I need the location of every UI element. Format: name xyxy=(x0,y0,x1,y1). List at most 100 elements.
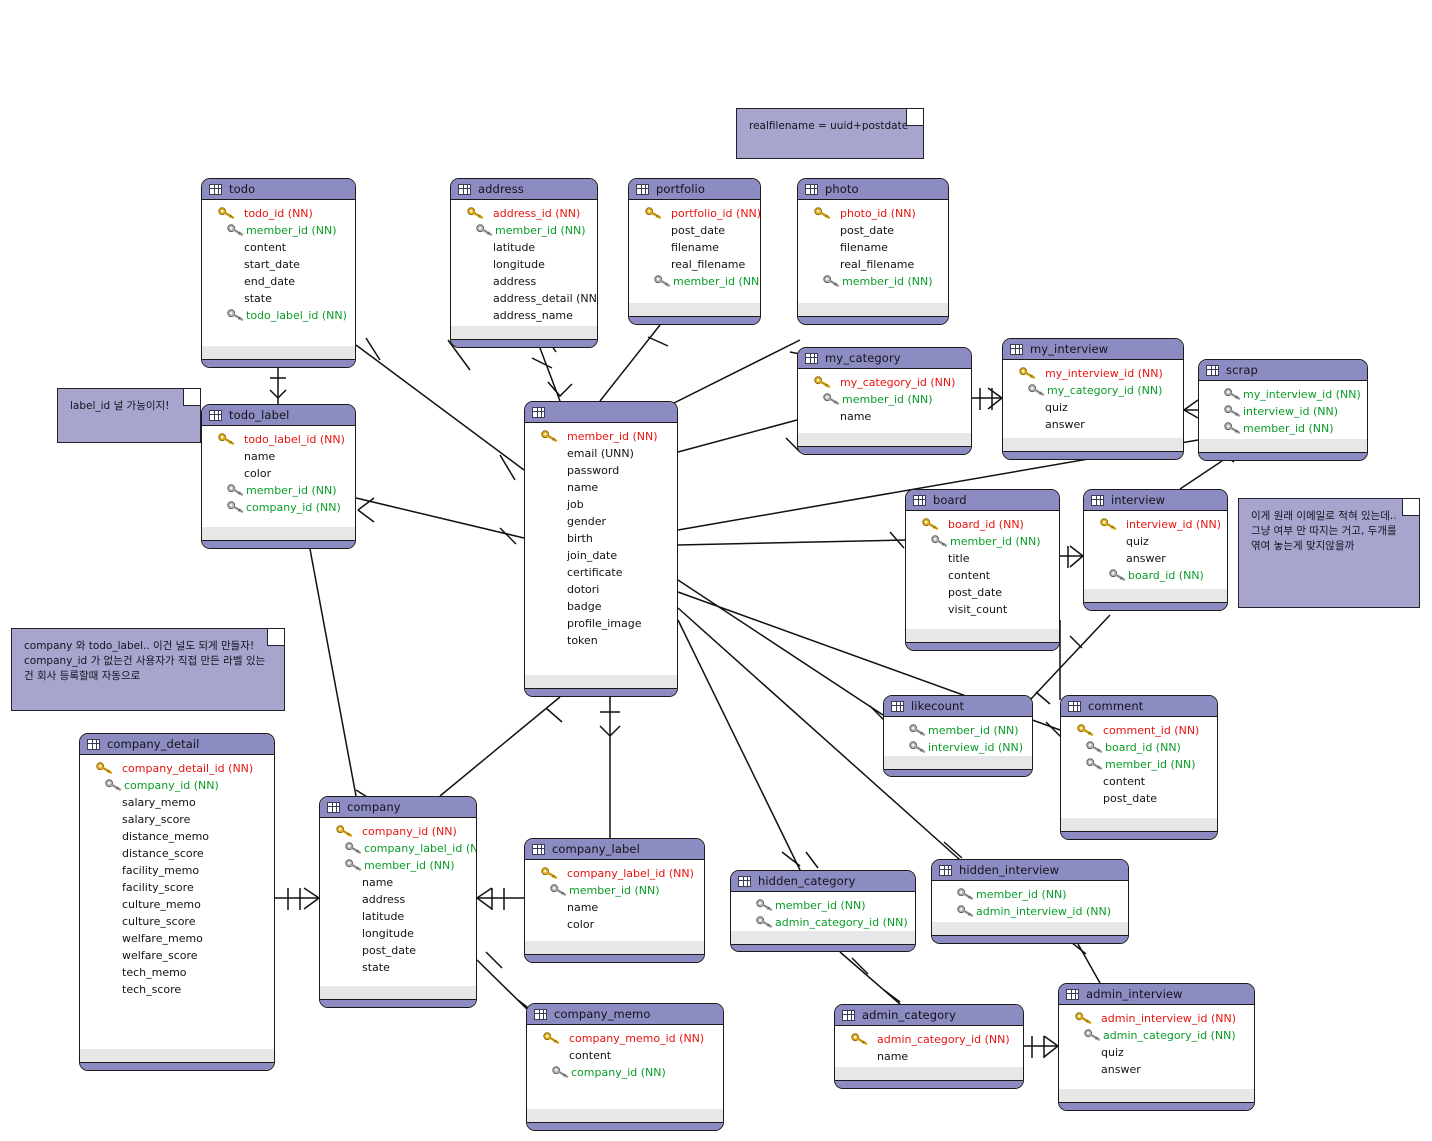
note-label-id[interactable]: label_id 널 가능이지! xyxy=(57,388,201,443)
field-name: filename xyxy=(840,241,888,254)
table-field-row: member_id (NN) xyxy=(884,722,1032,739)
table-field-row: company_label_id (NN) xyxy=(525,865,704,882)
field-name: company_label_id (NN) xyxy=(567,867,694,880)
table-field-row: name xyxy=(798,408,971,425)
table-gray-band xyxy=(525,675,677,688)
primary-key-icon xyxy=(841,1033,877,1046)
table-field-row: my_category_id (NN) xyxy=(1003,382,1183,399)
field-name: content xyxy=(569,1049,612,1062)
table-field-row: content xyxy=(1061,773,1217,790)
field-name: my_category_id (NN) xyxy=(840,376,956,389)
field-name: answer xyxy=(1045,418,1085,431)
foreign-key-icon xyxy=(1090,569,1128,582)
field-name: address_name xyxy=(493,309,573,322)
table-header: admin_category xyxy=(835,1005,1023,1026)
field-name: dotori xyxy=(567,583,600,596)
note-realfilename[interactable]: realfilename = uuid+postdate xyxy=(736,108,924,159)
field-name: photo_id (NN) xyxy=(840,207,916,220)
table-header: hidden_interview xyxy=(932,860,1128,881)
table-field-row: content xyxy=(906,567,1059,584)
note-company-todo-label[interactable]: company 와 todo_label.. 이건 널도 되게 만들자! com… xyxy=(11,628,285,711)
table-name: interview xyxy=(1111,493,1166,507)
table-footer xyxy=(629,316,760,324)
table-field-row: admin_interview_id (NN) xyxy=(1059,1010,1254,1027)
note-fold-corner xyxy=(906,109,923,126)
table-field-row: member_id (NN) xyxy=(1061,756,1217,773)
table-field-row: facility_score xyxy=(80,879,274,896)
field-name: password xyxy=(567,464,620,477)
entity-table-company_label[interactable]: company_label company_label_id (NN) member… xyxy=(524,838,705,963)
table-empty-space xyxy=(527,1081,723,1109)
table-header: portfolio xyxy=(629,179,760,200)
field-name: badge xyxy=(567,600,602,613)
table-footer xyxy=(906,642,1059,650)
table-field-row: state xyxy=(320,959,476,976)
table-field-row: name xyxy=(320,874,476,891)
foreign-key-icon xyxy=(208,484,246,497)
table-field-list: my_interview_id (NN)interview_id (NN)mem… xyxy=(1199,381,1367,437)
table-field-list: member_id (NN)interview_id (NN) xyxy=(884,717,1032,756)
table-field-row: member_id (NN) xyxy=(525,882,704,899)
table-name: board xyxy=(933,493,967,507)
foreign-key-icon xyxy=(531,884,569,897)
primary-key-icon xyxy=(208,207,244,220)
table-field-row: member_id (NN) xyxy=(320,857,476,874)
field-name: address_detail (NN) xyxy=(493,292,598,305)
field-name: culture_memo xyxy=(122,898,201,911)
table-header: my_interview xyxy=(1003,339,1183,360)
table-footer xyxy=(932,935,1128,943)
primary-key-icon xyxy=(531,867,567,880)
field-name: board_id (NN) xyxy=(948,518,1024,531)
table-gray-band xyxy=(884,756,1032,769)
table-field-row: welfare_score xyxy=(80,947,274,964)
table-header: todo_label xyxy=(202,405,355,426)
table-field-row: todo_id (NN) xyxy=(202,205,355,222)
table-name: company_label xyxy=(552,842,640,856)
table-field-row: member_id (NN) xyxy=(525,428,677,445)
field-name: member_id (NN) xyxy=(673,275,761,288)
field-name: member_id (NN) xyxy=(246,484,337,497)
table-field-row: quiz xyxy=(1059,1044,1254,1061)
entity-table-admin_interview[interactable]: admin_interview admin_interview_id (NN) ad… xyxy=(1058,983,1255,1111)
field-name: welfare_memo xyxy=(122,932,203,945)
foreign-key-icon xyxy=(1205,422,1243,435)
field-name: quiz xyxy=(1045,401,1068,414)
table-field-row: company_id (NN) xyxy=(202,499,355,516)
field-name: real_filename xyxy=(840,258,915,271)
table-field-row: post_date xyxy=(629,222,760,239)
table-grid-icon xyxy=(891,700,904,712)
table-field-row: distance_score xyxy=(80,845,274,862)
field-name: admin_category_id (NN) xyxy=(1103,1029,1236,1042)
field-name: filename xyxy=(671,241,719,254)
table-gray-band xyxy=(1084,589,1227,602)
note-email[interactable]: 이게 원래 이메일로 적혀 있는데.. 그냥 여부 만 따지는 거고, 두개를 … xyxy=(1238,498,1420,608)
table-field-row: gender xyxy=(525,513,677,530)
table-gray-band xyxy=(525,941,704,954)
table-field-list: my_interview_id (NN)my_category_id (NN)q… xyxy=(1003,360,1183,433)
table-empty-space xyxy=(320,976,476,986)
table-field-row: board_id (NN) xyxy=(906,516,1059,533)
table-name: admin_interview xyxy=(1086,987,1183,1001)
